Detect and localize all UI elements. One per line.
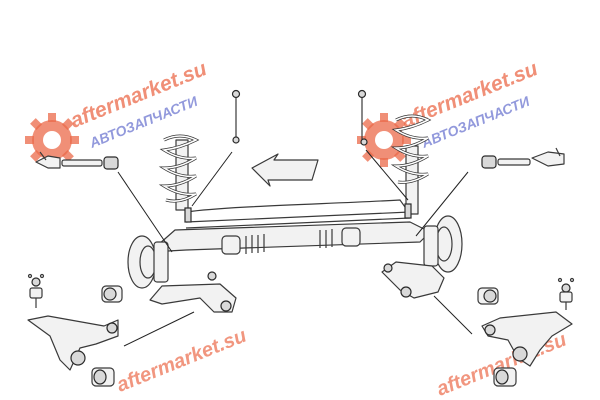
steering-rack — [149, 211, 431, 255]
leader-lines — [117, 149, 473, 347]
leader-tie-rod-right — [415, 171, 469, 237]
bushing-left-top — [101, 285, 123, 303]
hub-left — [127, 235, 169, 289]
lower-control-arm-left — [149, 271, 237, 313]
bushing-right-bottom — [493, 367, 517, 387]
tie-rod-end-right — [531, 147, 565, 167]
tie-rod-right — [481, 155, 531, 169]
leader-arm-right — [433, 295, 473, 335]
tie-rod-left — [61, 156, 119, 170]
watermark-top-right: aftermarket.su АВТОЗАПЧАСТИ — [357, 57, 541, 167]
lower-control-arm-loose-right — [481, 311, 573, 367]
leader-link-left — [191, 151, 233, 207]
stabilizer-link-right — [357, 89, 368, 146]
lower-control-arm-loose-left — [27, 315, 119, 371]
ball-joint-left — [27, 273, 45, 308]
stabilizer-link-left — [231, 89, 241, 144]
ball-joint-right — [557, 277, 575, 310]
hub-right — [423, 215, 463, 273]
tie-rod-end-left — [35, 151, 61, 169]
bushing-left-bottom — [91, 367, 115, 387]
coil-spring-right — [390, 114, 432, 215]
bushing-right-top — [477, 287, 499, 305]
coil-spring-left — [158, 134, 200, 211]
leader-arm-left — [123, 311, 195, 347]
arrow-outline-icon — [251, 153, 319, 187]
leader-link-right — [365, 149, 409, 201]
leader-tie-rod-left — [117, 171, 173, 253]
lower-control-arm-right — [381, 261, 445, 299]
watermark-brand: aftermarket.su — [114, 325, 250, 397]
stabilizer-bar — [184, 199, 412, 223]
